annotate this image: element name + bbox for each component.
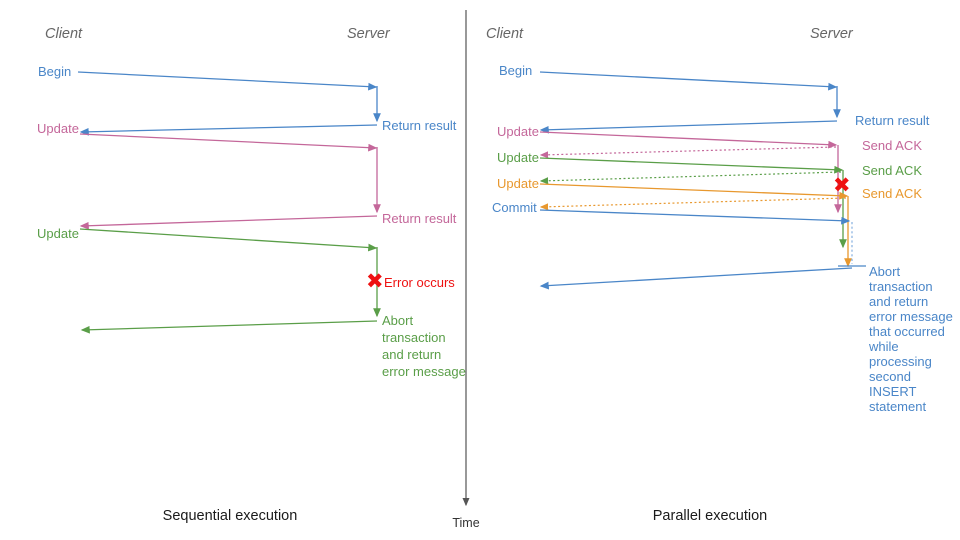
left-server-msg-return-result-2: Return result: [382, 211, 457, 226]
abort-line: INSERT: [869, 384, 916, 399]
right-client-msg-update-1: Update: [497, 124, 539, 139]
right-actor-server: Server: [810, 26, 854, 42]
left-actor-client: Client: [45, 26, 83, 42]
left-actor-server: Server: [347, 26, 391, 42]
left-panel-arrows: [77, 71, 381, 334]
right-server-msg-ack-3: Send ACK: [862, 186, 922, 201]
right-server-msg-ack-2: Send ACK: [862, 163, 922, 178]
left-client-msg-update-1: Update: [37, 121, 79, 136]
left-client-msg-begin: Begin: [38, 64, 71, 79]
right-panel-caption: Parallel execution: [653, 508, 767, 524]
right-client-msg-begin: Begin: [499, 63, 532, 78]
abort-line: Abort: [382, 313, 413, 328]
abort-line: error message: [382, 364, 466, 379]
right-client-msg-commit: Commit: [492, 200, 537, 215]
right-client-msg-update-2: Update: [497, 150, 539, 165]
left-server-msg-error: Error occurs: [384, 275, 455, 290]
abort-line: statement: [869, 399, 926, 414]
right-panel-arrows: [539, 71, 866, 290]
right-server-msg-return-result: Return result: [855, 113, 930, 128]
error-x-icon-right: ✖: [833, 174, 851, 197]
right-actor-client: Client: [486, 26, 524, 42]
abort-line: transaction: [869, 279, 933, 294]
abort-line: processing: [869, 354, 932, 369]
abort-line: and return: [869, 294, 928, 309]
left-server-msg-return-result-1: Return result: [382, 118, 457, 133]
abort-line: error message: [869, 309, 953, 324]
abort-line: second: [869, 369, 911, 384]
right-server-msg-abort: Abort transaction and return error messa…: [868, 264, 956, 414]
right-client-msg-update-3: Update: [497, 176, 539, 191]
abort-line: transaction: [382, 330, 446, 345]
abort-line: that occurred: [869, 324, 945, 339]
error-x-icon-left: ✖: [366, 270, 384, 293]
left-panel-caption: Sequential execution: [163, 508, 298, 524]
abort-line: while: [868, 339, 899, 354]
right-server-msg-ack-1: Send ACK: [862, 138, 922, 153]
left-server-msg-abort: Abort transaction and return error messa…: [382, 313, 466, 379]
time-axis-label: Time: [452, 516, 479, 530]
left-client-msg-update-2: Update: [37, 226, 79, 241]
abort-line: Abort: [869, 264, 900, 279]
abort-line: and return: [382, 347, 441, 362]
